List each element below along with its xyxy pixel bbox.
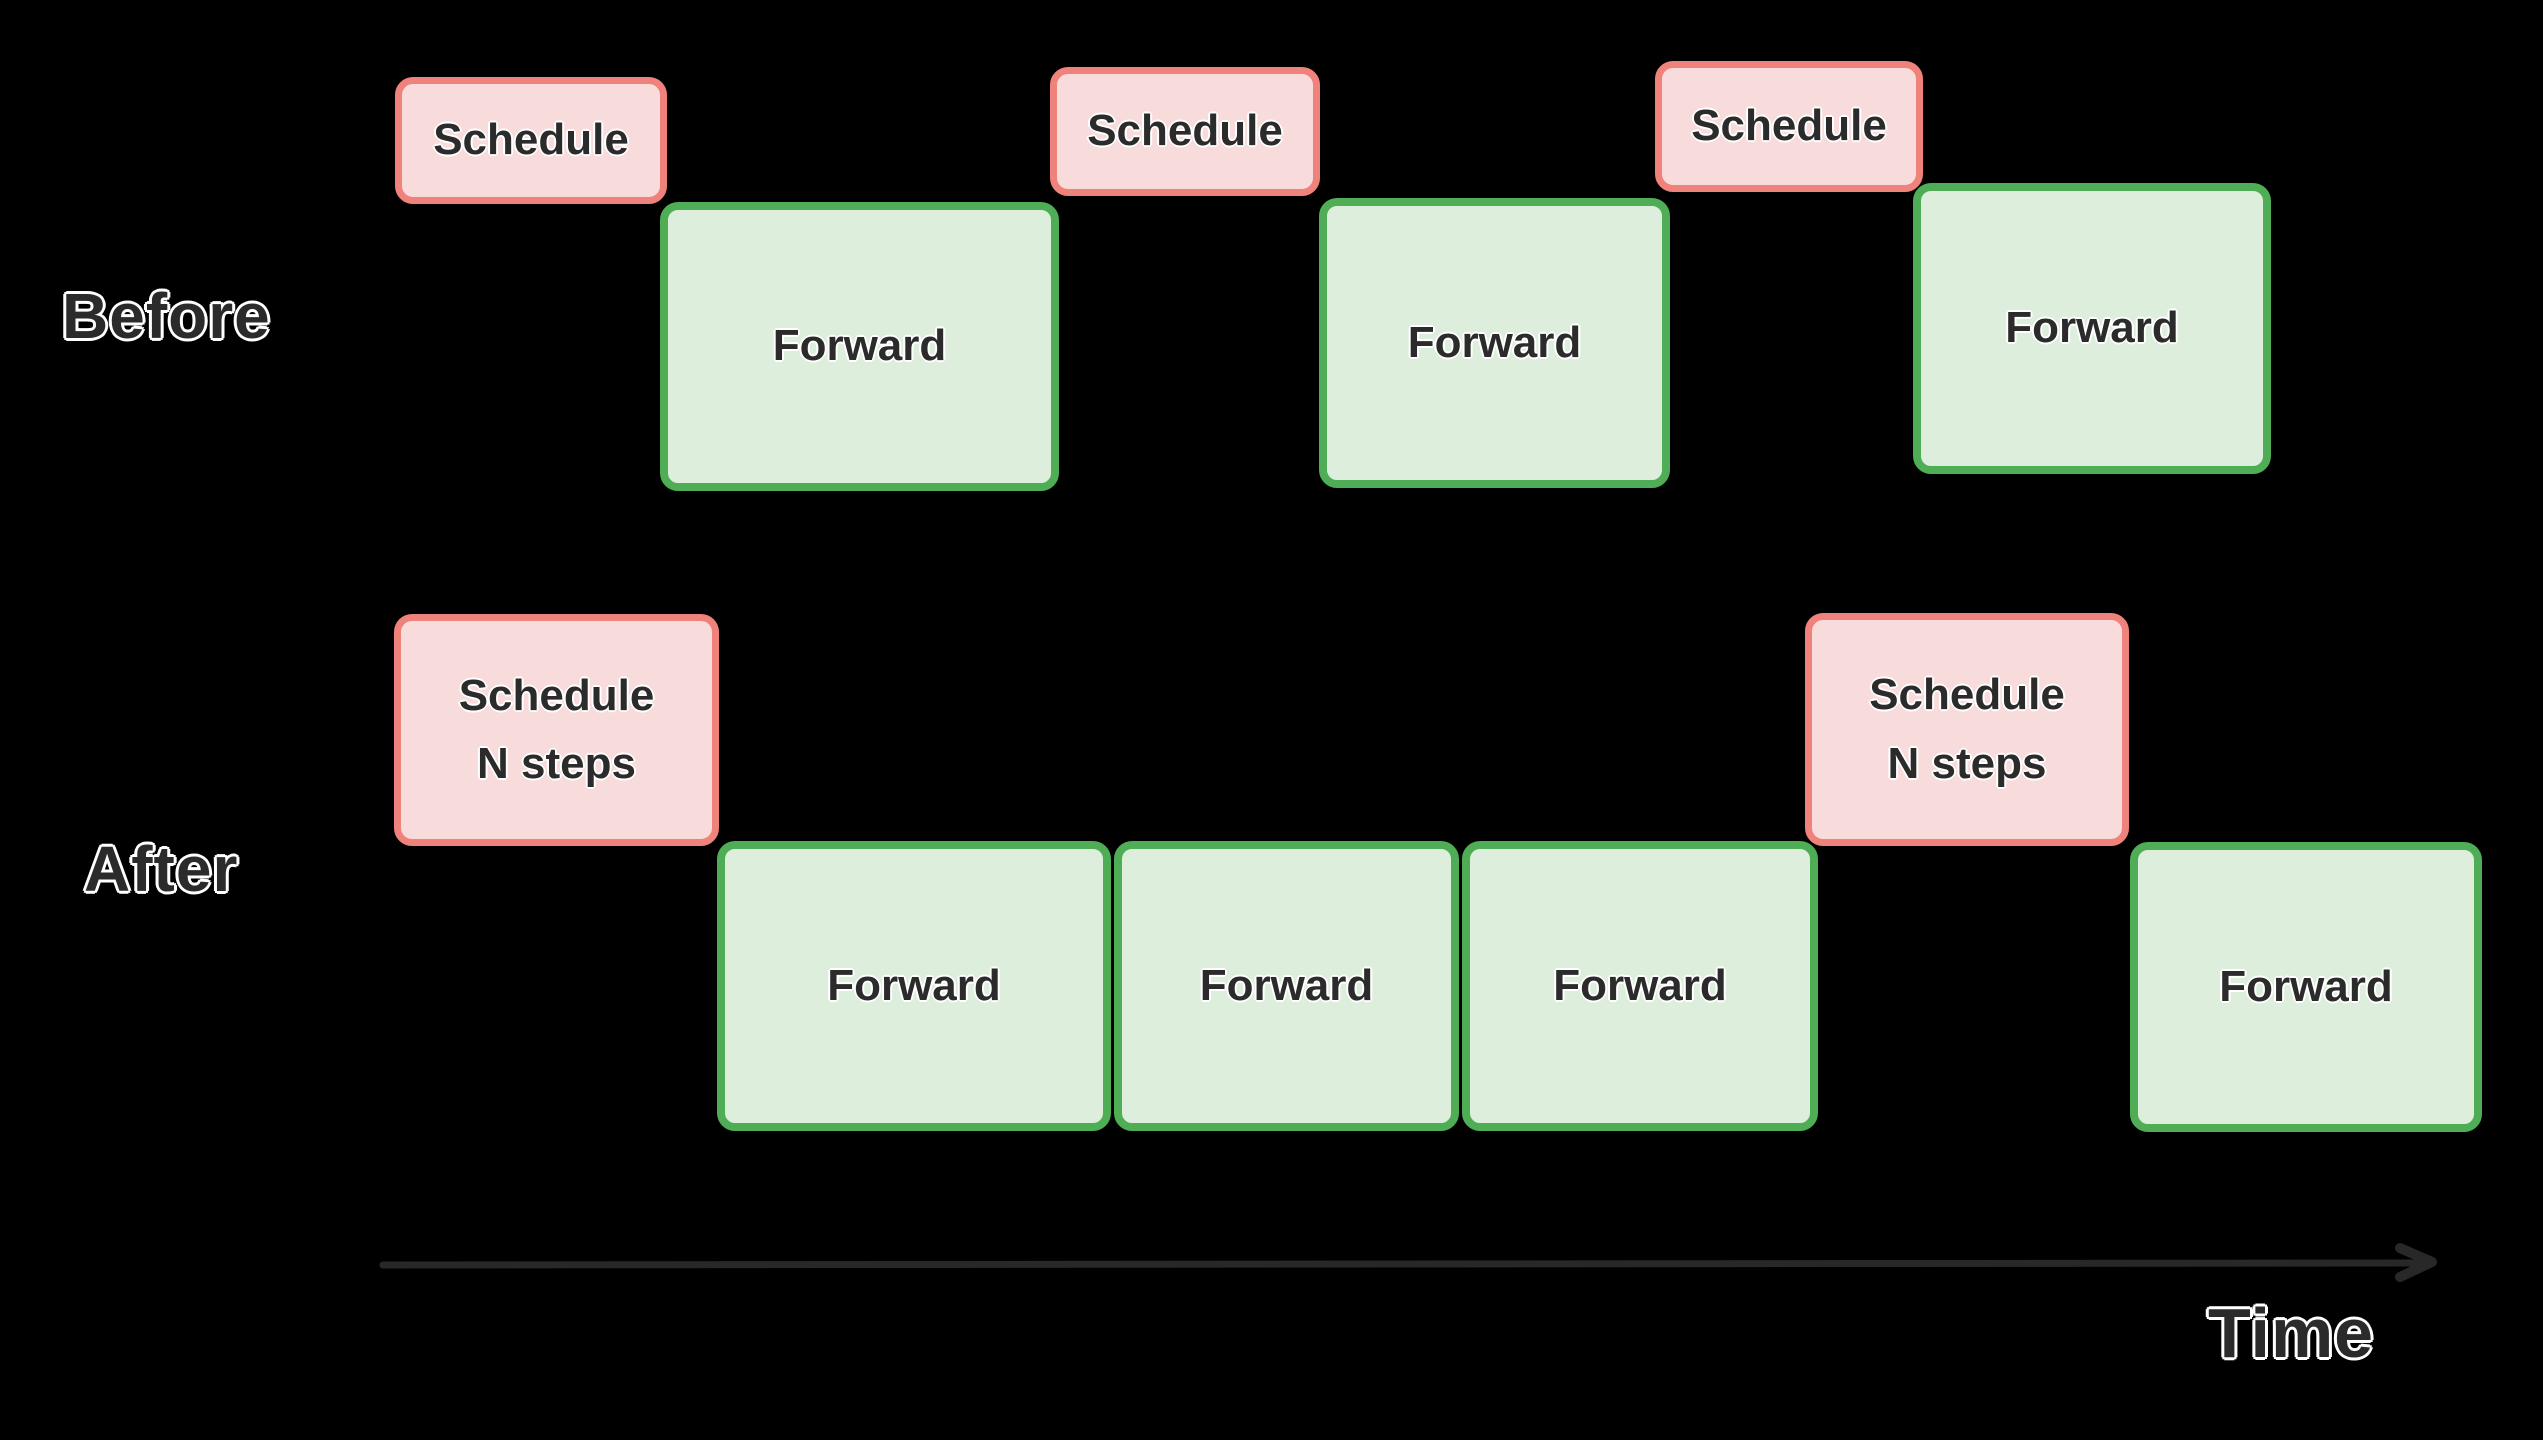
after-schedule-nsteps-box-1: Schedule N steps [394,614,719,846]
arrow-head [2395,1243,2437,1282]
box-label: Schedule N steps [1869,670,2065,788]
after-forward-box-2: Forward [1114,841,1459,1131]
after-label: After [84,833,239,905]
box-label: Forward [2005,303,2179,353]
box-label: Forward [772,321,947,371]
box-label: Forward [1553,960,1727,1010]
box-label: Schedule [1691,101,1887,151]
box-label: Forward [1199,960,1374,1010]
before-schedule-box-1: Schedule [395,77,667,204]
box-label: Schedule N steps [458,670,655,788]
before-schedule-box-3: Schedule [1655,61,1923,192]
time-label: Time [2208,1294,2375,1372]
before-forward-box-3: Forward [1913,183,2271,474]
before-forward-box-1: Forward [660,202,1059,491]
after-forward-box-4: Forward [2130,842,2482,1132]
after-forward-box-3: Forward [1462,841,1818,1131]
box-label: Schedule [1087,106,1283,156]
before-schedule-box-2: Schedule [1050,67,1320,196]
arrow-line [379,1259,2428,1269]
before-forward-box-2: Forward [1319,198,1670,488]
box-label: Forward [827,960,1001,1010]
after-forward-box-1: Forward [717,841,1111,1131]
box-label: Forward [1407,317,1582,367]
box-label: Forward [2219,961,2393,1011]
after-schedule-nsteps-box-2: Schedule N steps [1805,613,2129,846]
before-label: Before [62,280,271,352]
box-label: Schedule [433,115,629,165]
